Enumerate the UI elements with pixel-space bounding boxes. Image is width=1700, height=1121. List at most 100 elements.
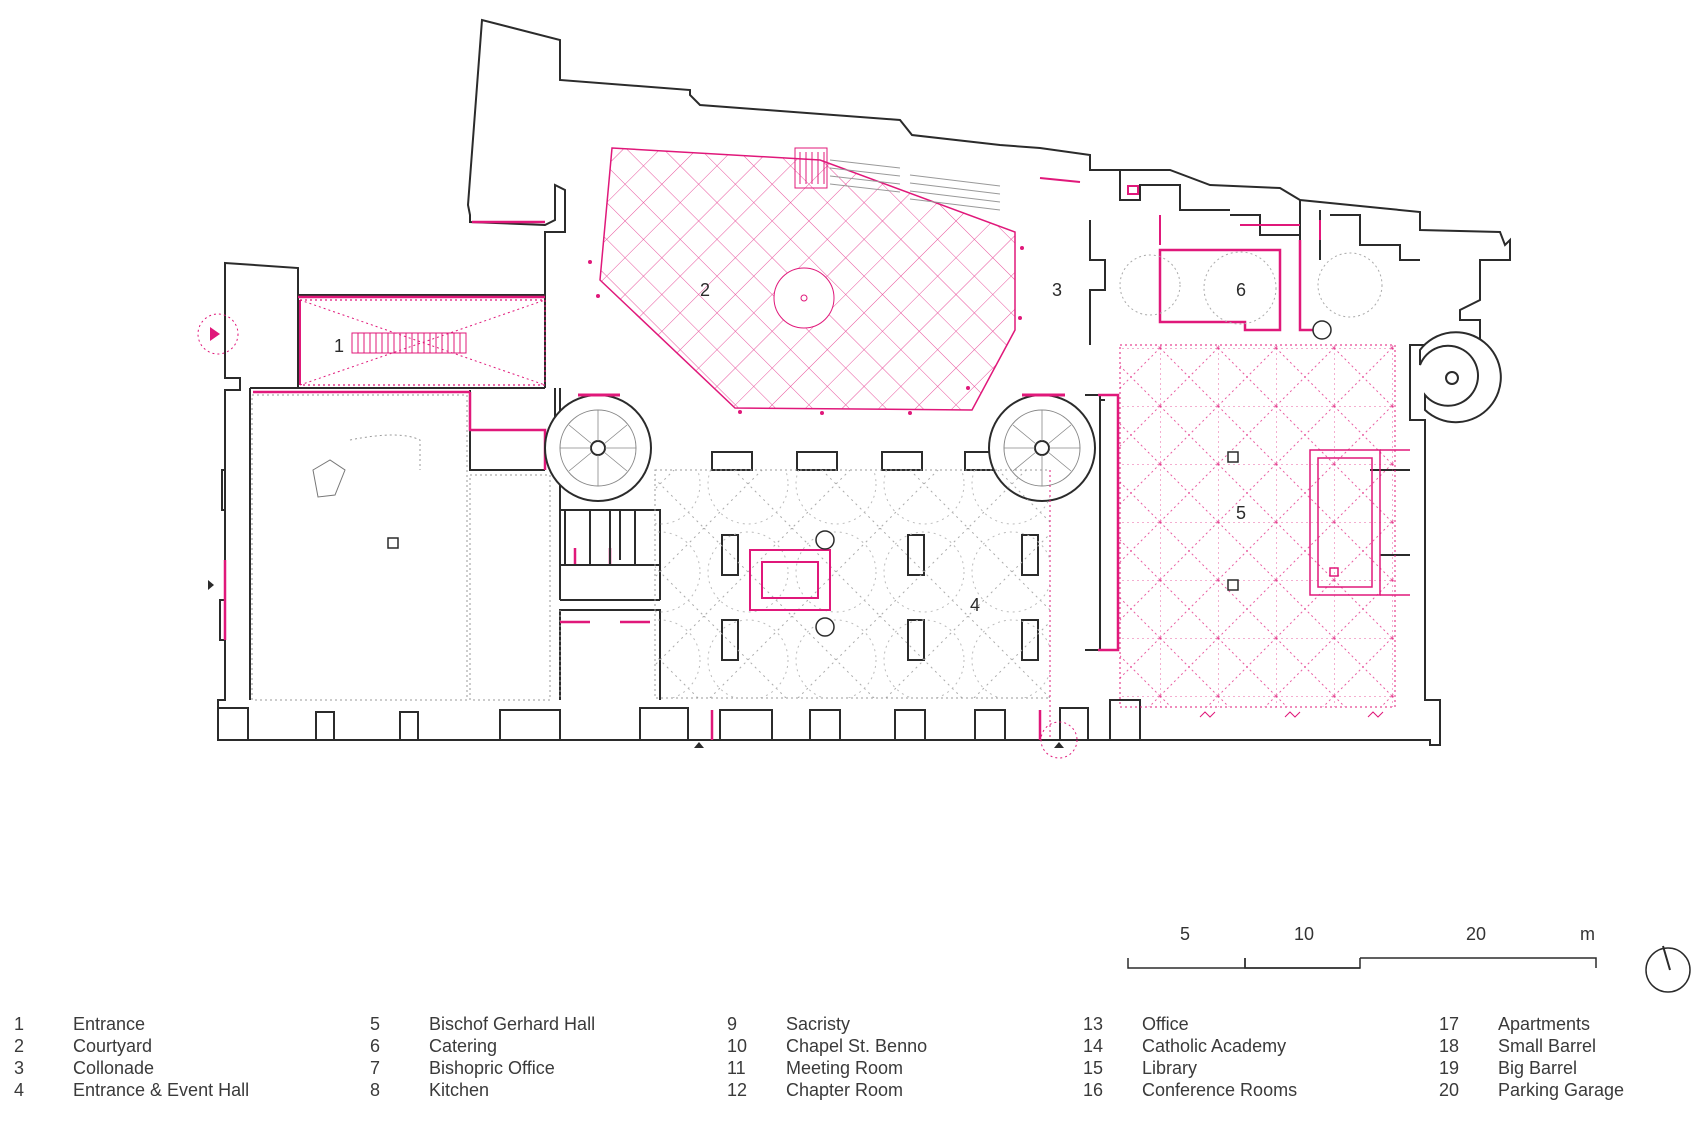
legend-number: 2 [14,1036,25,1056]
legend-label: Library [1142,1058,1198,1078]
north-steps-grey [829,159,1001,211]
legend-label: Courtyard [73,1036,153,1056]
legend-label: Entrance [73,1014,146,1034]
legend-number: 5 [370,1014,381,1034]
legend-label: Bischof Gerhard Hall [429,1014,596,1034]
legend-item: 14 Catholic Academy [1083,1035,1413,1057]
legend-item: 6 Catering [370,1035,700,1057]
legend-label: Big Barrel [1498,1058,1578,1078]
legend-item: 4 Entrance & Event Hall [14,1079,344,1101]
west-small-rooms [560,510,660,566]
plan-label-1: 1 [334,336,344,356]
spiral-stair-northeast [1419,331,1502,424]
plan-labels: 1 2 3 4 5 6 [334,280,1246,615]
legend-item: 17 Apartments [1439,1013,1700,1035]
north-stairs [794,147,828,189]
west-hall-dotted [251,394,561,701]
scale-unit: m [1580,924,1595,944]
entrance-area [299,299,546,386]
legend-number: 14 [1083,1036,1104,1056]
legend-label: Sacristy [786,1014,851,1034]
legend-item: 1 Entrance [14,1013,344,1035]
west-stair [312,459,346,498]
scale-tick-20: 20 [1466,924,1487,944]
legend-item: 13 Office [1083,1013,1413,1035]
legend-item: 19 Big Barrel [1439,1057,1700,1079]
legend-label: Meeting Room [786,1058,904,1078]
legend-item: 12 Chapter Room [727,1079,1057,1101]
scale-tick-10: 10 [1294,924,1315,944]
legend-column-4: 13 Office 14 Catholic Academy 15 Library 16… [1083,1013,1413,1101]
hall-5-area [1119,344,1396,708]
entrance-stair [351,332,467,354]
legend-item: 20 Parking Garage [1439,1079,1700,1101]
legend-number: 16 [1083,1080,1104,1100]
courtyard-dots [588,246,1024,415]
plan-label-6: 6 [1236,280,1246,300]
legend-item: 11 Meeting Room [727,1057,1057,1079]
hall-4-vaults [654,469,1051,699]
northeast-rooms [1100,169,1420,261]
plan-label-4: 4 [970,595,980,615]
altar [749,549,831,611]
legend-number: 11 [727,1058,746,1078]
legend-number: 12 [727,1080,748,1100]
legend-number: 13 [1083,1014,1104,1034]
entrance-arrow-icon [210,327,220,341]
south-piers [217,699,1141,741]
legend-label: Catering [429,1036,498,1056]
legend-item: 5 Bischof Gerhard Hall [370,1013,700,1035]
legend-label: Office [1142,1014,1189,1034]
legend-item: 10 Chapel St. Benno [727,1035,1057,1057]
legend-number: 17 [1439,1014,1460,1034]
legend-number: 9 [727,1014,738,1034]
south-entrance-marker-1 [694,742,704,748]
legend-number: 8 [370,1080,381,1100]
scale-bar [1127,957,1597,969]
building-outline [217,18,1511,746]
legend-number: 3 [14,1058,25,1078]
altar-columns [815,530,835,637]
northeast-accents [1039,177,1321,245]
legend-label: Bishopric Office [429,1058,555,1078]
hall-5-stage [1309,449,1410,596]
legend-number: 6 [370,1036,381,1056]
plan-label-3: 3 [1052,280,1062,300]
legend-column-3: 9 Sacristy 10 Chapel St. Benno 11 Meeting R… [727,1013,1057,1101]
legend-item: 16 Conference Rooms [1083,1079,1413,1101]
legend-label: Catholic Academy [1142,1036,1287,1056]
catering-dotted [1119,251,1383,325]
legend-label: Small Barrel [1498,1036,1597,1056]
west-entrance-marker [208,580,214,590]
legend-number: 15 [1083,1058,1104,1078]
spiral-stair-west [544,394,652,502]
plan-label-5: 5 [1236,503,1246,523]
legend-item: 2 Courtyard [14,1035,344,1057]
legend-number: 20 [1439,1080,1460,1100]
scale-tick-5: 5 [1180,924,1191,944]
courtyard-fountain [773,267,835,329]
south-entrance-marker-2 [1054,742,1064,748]
legend-item: 15 Library [1083,1057,1413,1079]
legend-label: Chapter Room [786,1080,904,1100]
legend-label: Apartments [1498,1014,1591,1034]
legend-label: Conference Rooms [1142,1080,1298,1100]
legend-item: 9 Sacristy [727,1013,1057,1035]
legend-label: Entrance & Event Hall [73,1080,250,1100]
legend-label: Chapel St. Benno [786,1036,928,1056]
legend-number: 10 [727,1036,748,1056]
legend-label: Kitchen [429,1080,490,1100]
legend-number: 1 [14,1014,25,1034]
legend-number: 19 [1439,1058,1460,1078]
north-arrow-icon [1645,945,1691,993]
legend-item: 8 Kitchen [370,1079,700,1101]
legend-label: Parking Garage [1498,1080,1625,1100]
legend-number: 4 [14,1080,25,1100]
